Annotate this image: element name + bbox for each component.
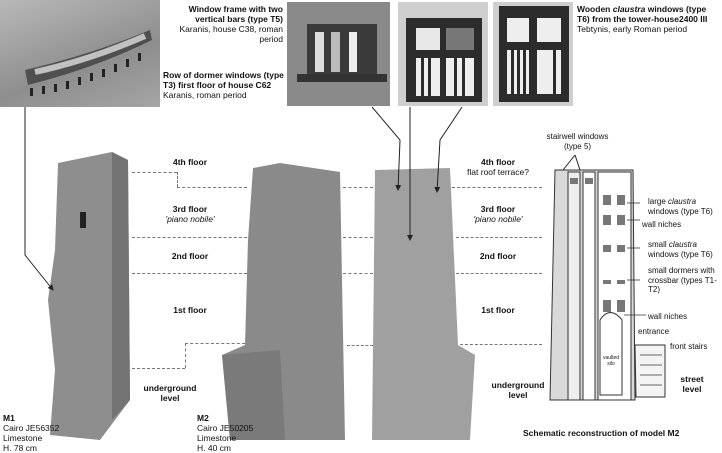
small-claustra-it: claustra: [668, 240, 697, 249]
floor-3rd-text: 3rd floor: [172, 204, 208, 214]
label-vaulted-silo: vaulted silo: [602, 355, 620, 367]
floor-label-1st-left: 1st floor: [150, 305, 230, 315]
large-claustra-it: claustra: [668, 197, 697, 206]
guide-line-right-1st: [460, 344, 542, 345]
floor-label-3rd-right: 3rd floor 'piano nobile': [458, 204, 538, 224]
model-m2-museum: Cairo JE50205: [197, 423, 254, 433]
guide-line-mid-3rd: [343, 237, 373, 238]
guide-line-4th-left: [132, 172, 177, 173]
label-street-level: street level: [680, 374, 704, 394]
large-claustra-post: windows (type T6): [648, 206, 713, 216]
model-m1-caption: M1 Cairo JE56352 Limestone H. 78 cm: [3, 413, 59, 453]
label-small-dormers: small dormers with crossbar (types T1-T2…: [648, 266, 717, 294]
guide-line-right-3rd: [456, 237, 542, 238]
dormer-row-caption: Row of dormer windows (type T3) first fl…: [163, 70, 288, 100]
floor-label-ug-left: underground level: [140, 383, 200, 403]
guide-line-4th-right: [177, 187, 247, 188]
floor-label-2nd-right: 2nd floor: [458, 251, 538, 261]
guide-line-right-4th: [452, 187, 542, 188]
guide-line-2nd: [132, 273, 247, 274]
guide-line-mid-4th: [343, 187, 373, 188]
claustra-window-photo-2: [493, 2, 573, 106]
label-small-claustra: small claustra windows (type T6): [648, 240, 722, 259]
window-frame-title: Window frame with two vertical bars (typ…: [188, 4, 283, 24]
claustra-subtitle: Tebtynis, early Roman period: [577, 24, 688, 34]
guide-line-ug: [132, 368, 185, 369]
dormer-windows-photo: [0, 0, 160, 107]
claustra-caption: Wooden claustra windows (type T6) from t…: [577, 4, 717, 34]
guide-line-right-2nd: [456, 273, 542, 274]
model-m2-caption: M2 Cairo JE50205 Limestone H. 40 cm: [197, 413, 253, 453]
guide-line-4th-step: [177, 172, 178, 187]
floor-3rd-text-right: 3rd floor: [480, 204, 516, 214]
model-m1-height: H. 78 cm: [3, 443, 38, 453]
floor-label-1st-right: 1st floor: [458, 305, 538, 315]
floor-2nd-text: 2nd floor: [171, 251, 209, 261]
floor-1st-text: 1st floor: [173, 305, 207, 315]
floor-3rd-sub: 'piano nobile': [165, 214, 215, 224]
floor-label-4th-left: 4th floor: [150, 157, 230, 167]
floor-ug-text: underground level: [143, 383, 197, 403]
claustra-title-pre: Wooden: [577, 4, 613, 14]
model-m2-back-stone: [372, 168, 475, 440]
label-entrance: entrance: [638, 327, 670, 336]
small-claustra-post: windows (type T6): [648, 249, 713, 259]
claustra-window-sketch-1: [406, 18, 482, 102]
floor-label-2nd-left: 2nd floor: [150, 251, 230, 261]
dormer-row-sketch: [25, 30, 152, 96]
floor-3rd-sub-right: 'piano nobile': [473, 214, 523, 224]
guide-line-mid-1st: [347, 345, 373, 346]
window-frame-sketch: [287, 2, 390, 106]
floor-label-4th-right: 4th floor flat roof terrace?: [458, 157, 538, 177]
label-front-stairs: front stairs: [670, 342, 708, 351]
large-claustra-pre: large: [648, 197, 669, 206]
model-m2-id: M2: [197, 413, 209, 423]
label-stairwell-windows: stairwell windows (type 5): [546, 132, 609, 151]
floor-2nd-text-right: 2nd floor: [479, 251, 517, 261]
guide-line-mid-2nd: [343, 273, 373, 274]
floor-label-3rd-left: 3rd floor 'piano nobile': [150, 204, 230, 224]
floor-4th-text-right: 4th floor: [481, 157, 515, 167]
claustra-window-sketch-2: [499, 6, 569, 102]
floor-ug-text-right: underground level: [491, 380, 545, 400]
dormer-row-subtitle: Karanis, roman period: [163, 90, 247, 100]
window-frame-photo: [287, 2, 390, 106]
floor-4th-text: 4th floor: [173, 157, 207, 167]
window-frame-caption: Window frame with two vertical bars (typ…: [170, 4, 283, 44]
claustra-window-photo-1: [398, 2, 488, 106]
floor-1st-text-right: 1st floor: [481, 305, 515, 315]
small-claustra-pre: small: [648, 240, 669, 249]
guide-line-1st: [185, 343, 245, 344]
model-m2-height: H. 40 cm: [197, 443, 232, 453]
guide-line-3rd: [132, 237, 247, 238]
label-wall-niches-1: wall niches: [642, 220, 682, 229]
claustra-title-post: windows (type T6) from the tower-house24…: [577, 4, 708, 24]
schematic-building: [549, 169, 666, 401]
floor-4th-sub-right: flat roof terrace?: [467, 167, 529, 177]
model-m1-museum: Cairo JE56352: [3, 423, 60, 433]
guide-line-1st-step: [185, 343, 186, 368]
schematic-title: Schematic reconstruction of model M2: [523, 428, 680, 438]
label-large-claustra: large claustra windows (type T6): [648, 197, 722, 216]
dormer-row-title: Row of dormer windows (type T3) first fl…: [163, 70, 284, 90]
floor-label-ug-right: underground level: [488, 380, 548, 400]
model-m1-material: Limestone: [3, 433, 43, 443]
claustra-title-italic: claustra: [612, 4, 646, 14]
model-m2-material: Limestone: [197, 433, 237, 443]
model-m1-stone: [48, 152, 130, 440]
window-frame-subtitle: Karanis, house C38, roman period: [179, 24, 283, 44]
model-m1-id: M1: [3, 413, 15, 423]
label-wall-niches-2: wall niches: [648, 312, 688, 321]
